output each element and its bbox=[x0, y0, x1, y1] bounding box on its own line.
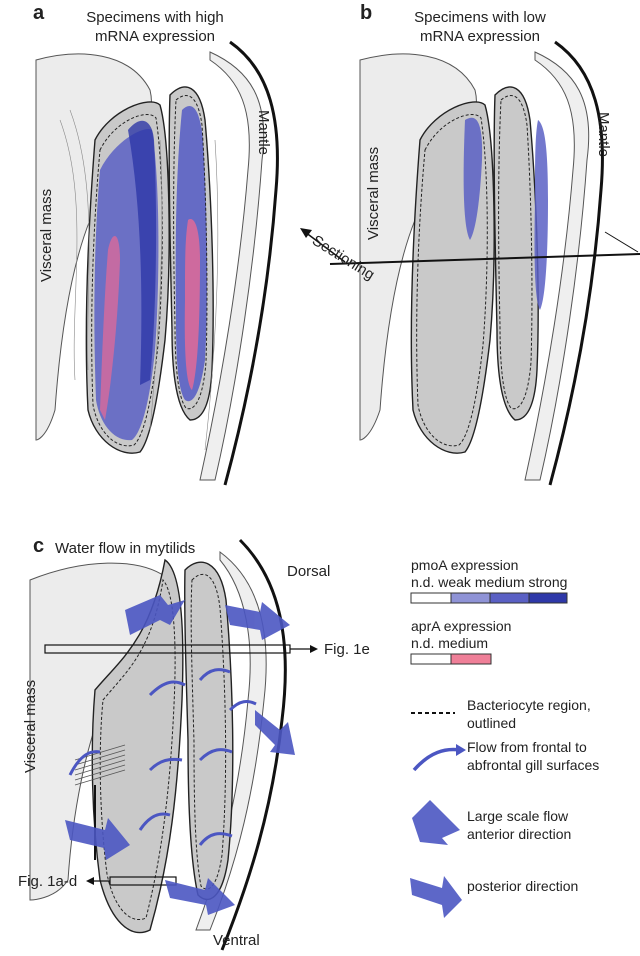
panel-c-title: Water flow in mytilids bbox=[55, 540, 195, 557]
bacteriocyte-legend-text: Bacteriocyte region, outlined bbox=[467, 696, 591, 732]
panel-c-fig1e-label: Fig. 1e bbox=[324, 641, 370, 658]
panel-b-visceral-label: Visceral mass bbox=[365, 147, 382, 240]
panel-a-mantle-label: Mantle bbox=[255, 110, 272, 155]
panel-b-sectioning-plane bbox=[605, 232, 638, 252]
apra-swatch-medium bbox=[451, 654, 491, 664]
apra-legend-levels: n.d. medium bbox=[411, 634, 488, 652]
panel-a-illustration bbox=[36, 42, 277, 485]
panel-c-fig1ad-label: Fig. 1a-d bbox=[18, 873, 77, 890]
flow-curve-arrowhead bbox=[456, 744, 466, 756]
large-flow-arrow bbox=[255, 710, 295, 755]
panel-b-title-line2: mRNA expression bbox=[385, 27, 575, 46]
panel-c-ventral-label: Ventral bbox=[213, 932, 260, 949]
pmoa-swatch-strong bbox=[529, 593, 567, 603]
panel-b-title-line1: Specimens with low bbox=[385, 8, 575, 27]
pmoa-swatch-medium bbox=[490, 593, 529, 603]
panel-c-fig1ad-arrowhead bbox=[86, 877, 94, 885]
pmoa-swatch-weak bbox=[451, 593, 490, 603]
panel-b-letter: b bbox=[360, 2, 372, 25]
flow-line1: Flow from frontal to bbox=[467, 738, 599, 756]
flow-legend-text: Flow from frontal to abfrontal gill surf… bbox=[467, 738, 599, 774]
panel-c-dorsal-label: Dorsal bbox=[287, 563, 330, 580]
flow-line2: abfrontal gill surfaces bbox=[467, 756, 599, 774]
panel-c-visceral-label: Visceral mass bbox=[22, 680, 39, 773]
pmoa-color-bar bbox=[411, 593, 567, 603]
bacteriocyte-line1: Bacteriocyte region, bbox=[467, 696, 591, 714]
pmoa-legend-levels: n.d. weak medium strong bbox=[411, 573, 567, 591]
large-flow-line2: anterior direction bbox=[467, 825, 571, 843]
pmoa-legend-title: pmoA expression bbox=[411, 556, 518, 574]
panel-c-fig1e-arrowhead bbox=[310, 645, 318, 653]
apra-swatch-nd bbox=[411, 654, 451, 664]
posterior-arrow-symbol bbox=[410, 876, 462, 918]
apra-color-bar bbox=[411, 654, 491, 664]
panel-b-title: Specimens with low mRNA expression bbox=[385, 8, 575, 46]
posterior-legend-text: posterior direction bbox=[467, 877, 578, 895]
large-flow-line1: Large scale flow bbox=[467, 807, 571, 825]
anterior-arrow-symbol bbox=[412, 800, 460, 845]
panel-b-mantle-label: Mantle bbox=[595, 112, 612, 157]
panel-a-visceral-label: Visceral mass bbox=[38, 189, 55, 282]
pmoa-swatch-nd bbox=[411, 593, 451, 603]
bacteriocyte-line2: outlined bbox=[467, 714, 591, 732]
flow-curve-symbol bbox=[414, 750, 460, 770]
panel-c-letter: c bbox=[33, 535, 44, 558]
panel-b-right-gill-pmoa bbox=[535, 120, 548, 310]
large-flow-legend-text: Large scale flow anterior direction bbox=[467, 807, 571, 843]
apra-legend-title: aprA expression bbox=[411, 617, 511, 635]
